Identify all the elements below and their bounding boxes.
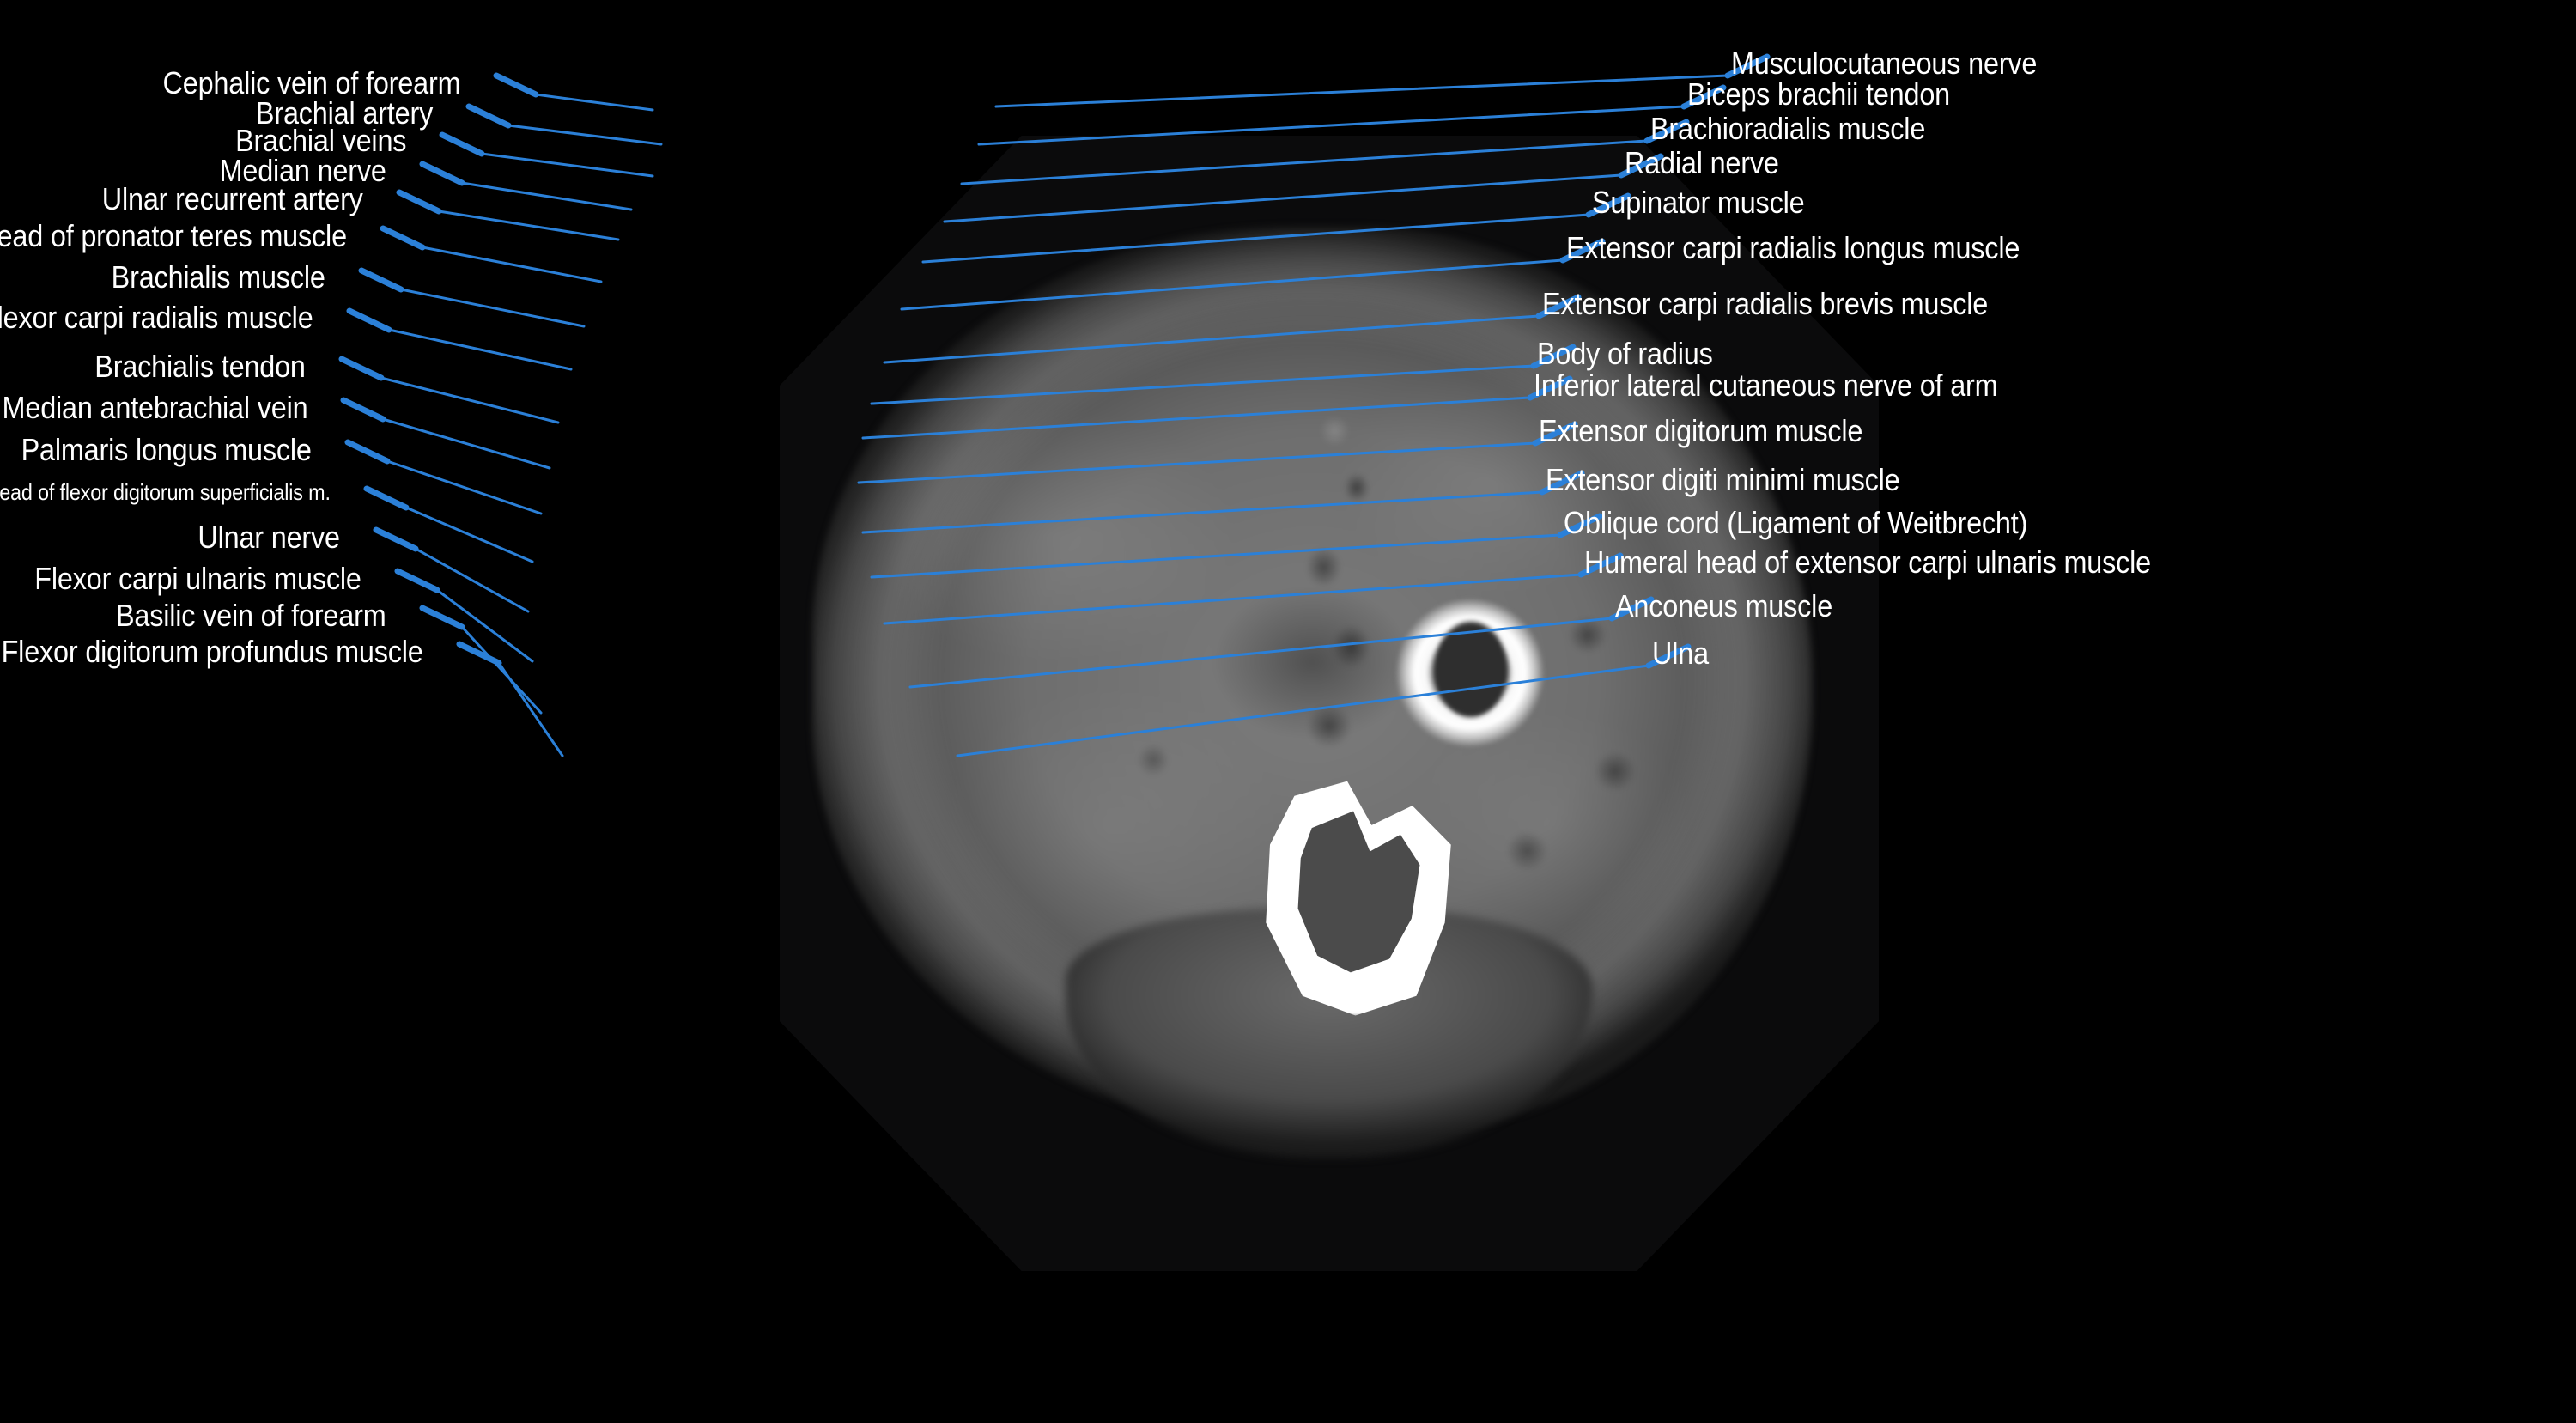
leader-hook-flexor-carpi-radialis-muscle [346,307,392,333]
label-musculocutaneous-nerve[interactable]: Musculocutaneous nerve [1731,46,2038,81]
label-basilic-vein-of-forearm[interactable]: Basilic vein of forearm [116,598,386,633]
leader-line-flexor-carpi-ulnaris-muscle [435,588,534,663]
label-cephalic-vein-of-forearm[interactable]: Cephalic vein of forearm [162,65,460,100]
leader-line-humeral-head-pronator-teres [421,246,603,283]
leader-hook-palmaris-longus-muscle [344,439,391,465]
label-palmaris-longus-muscle[interactable]: Palmaris longus muscle [21,432,312,467]
leader-hook-flexor-carpi-ulnaris-muscle [394,568,440,593]
radius-medullary-cavity [1434,621,1508,717]
label-brachioradialis-muscle[interactable]: Brachioradialis muscle [1650,111,1926,146]
leader-line-palmaris-longus-muscle [386,459,543,515]
leader-line-brachial-artery [507,124,663,146]
label-median-nerve[interactable]: Median nerve [219,153,386,188]
leader-line-musculocutaneous-nerve [994,74,1729,108]
leader-hook-ulnar-recurrent-artery [396,189,442,215]
label-brachial-veins[interactable]: Brachial veins [234,123,406,158]
label-brachialis-tendon[interactable]: Brachialis tendon [94,349,306,384]
leader-hook-median-antebrachial-vein [340,397,386,423]
leader-line-flexor-digitorum-profundus [497,661,564,757]
label-flexor-carpi-radialis-muscle[interactable]: Flexor carpi radialis muscle [0,300,313,335]
label-brachial-artery[interactable]: Brachial artery [255,95,433,131]
leader-line-flexor-carpi-radialis-muscle [387,328,573,371]
label-supinator-muscle[interactable]: Supinator muscle [1592,185,1805,220]
label-ulnar-recurrent-artery[interactable]: Ulnar recurrent artery [102,181,363,216]
label-extensor-digiti-minimi-muscle[interactable]: Extensor digiti minimi muscle [1546,462,1900,497]
leader-line-basilic-vein-of-forearm [460,625,543,715]
leader-line-brachialis-muscle [399,288,586,328]
leader-line-ulnar-nerve [414,547,530,613]
leader-line-cephalic-vein-of-forearm [534,93,654,112]
label-body-of-radius[interactable]: Body of radius [1537,336,1713,371]
leader-hook-brachial-artery [465,103,512,129]
leader-hook-brachial-veins [439,131,485,157]
label-ulna[interactable]: Ulna [1652,635,1709,671]
label-anconeus-muscle[interactable]: Anconeus muscle [1615,588,1833,623]
leader-line-ulnar-recurrent-artery [437,210,620,241]
label-brachialis-muscle[interactable]: Brachialis muscle [111,259,325,295]
label-ulnar-nerve[interactable]: Ulnar nerve [197,520,340,555]
leader-hook-brachialis-tendon [338,356,385,381]
label-extensor-digitorum-muscle[interactable]: Extensor digitorum muscle [1539,413,1863,448]
leader-hook-brachialis-muscle [358,267,404,293]
leader-line-median-antebrachial-vein [381,417,551,470]
label-oblique-cord-weitbrecht[interactable]: Oblique cord (Ligament of Weitbrecht) [1564,505,2028,540]
leader-hook-humeral-head-pronator-teres [380,225,426,251]
label-humeroulnar-head-fds[interactable]: Humeroulnar head of flexor digitorum sup… [0,479,331,505]
label-biceps-brachii-tendon[interactable]: Biceps brachii tendon [1687,76,1951,112]
leader-line-brachialis-tendon [380,376,560,424]
leader-line-brachial-veins [480,152,654,178]
label-extensor-carpi-radialis-brevis[interactable]: Extensor carpi radialis brevis muscle [1542,286,1989,321]
label-radial-nerve[interactable]: Radial nerve [1625,145,1779,180]
label-extensor-carpi-radialis-longus[interactable]: Extensor carpi radialis longus muscle [1566,230,2020,265]
label-inferior-lateral-cutaneous-nerve[interactable]: Inferior lateral cutaneous nerve of arm [1534,368,1998,403]
leader-line-humeroulnar-head-fds [404,506,534,563]
label-median-antebrachial-vein[interactable]: Median antebrachial vein [2,390,307,425]
leader-hook-basilic-vein-of-forearm [419,605,465,630]
label-humeral-head-extensor-carpi-ulnaris[interactable]: Humeral head of extensor carpi ulnaris m… [1584,544,2152,580]
leader-hook-median-nerve [419,161,465,186]
leader-hook-ulnar-nerve [373,526,419,552]
label-flexor-carpi-ulnaris-muscle[interactable]: Flexor carpi ulnaris muscle [34,561,362,596]
leader-line-median-nerve [460,181,633,211]
leader-hook-flexor-digitorum-profundus [456,641,502,666]
label-flexor-digitorum-profundus[interactable]: Flexor digitorum profundus muscle [1,634,423,669]
label-humeral-head-pronator-teres[interactable]: Humeral head of pronator teres muscle [0,218,347,253]
leader-hook-cephalic-vein-of-forearm [493,72,539,98]
leader-hook-humeroulnar-head-fds [363,485,410,511]
